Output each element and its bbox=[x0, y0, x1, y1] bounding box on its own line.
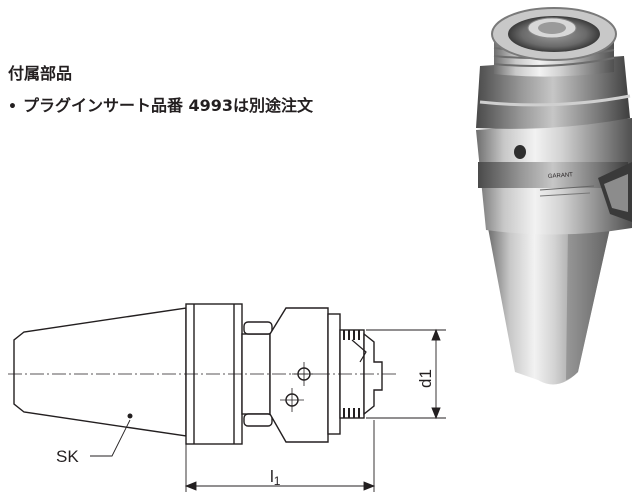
accessory-item-text: プラグインサート品番 4993は別途注文 bbox=[22, 96, 314, 115]
accessory-item: • プラグインサート品番 4993は別途注文 bbox=[8, 96, 313, 117]
main-body bbox=[269, 307, 329, 443]
label-l1-sub: 1 bbox=[274, 474, 281, 488]
accessories-notes: 付属部品 • プラグインサート品番 4993は別途注文 bbox=[8, 64, 313, 117]
label-sk: SK bbox=[56, 447, 79, 466]
photo-clamp-insert bbox=[604, 174, 628, 212]
accessories-heading: 付属部品 bbox=[8, 64, 73, 83]
nose-chamfer bbox=[351, 339, 367, 363]
photo-bore-center bbox=[538, 22, 566, 34]
drive-key-top bbox=[243, 321, 273, 335]
sk-leader-line bbox=[90, 419, 131, 457]
taper-shank bbox=[13, 307, 187, 437]
photo-engraving-line bbox=[539, 185, 595, 191]
tool-holder-photo: GARANT bbox=[476, 7, 632, 385]
bullet: • bbox=[8, 99, 17, 115]
photo-engraving-line bbox=[539, 192, 591, 197]
photo-side-hole bbox=[514, 145, 526, 159]
label-d1: d1 bbox=[416, 369, 435, 388]
thread-marks bbox=[343, 330, 360, 418]
label-l1-main: l bbox=[270, 467, 274, 486]
photo-engraving: GARANT bbox=[548, 172, 574, 180]
photo-flange-highlight bbox=[479, 94, 631, 107]
label-l1: l1 bbox=[270, 467, 281, 488]
drive-key-bottom bbox=[243, 413, 273, 427]
dimension-l1 bbox=[184, 420, 376, 492]
technical-drawing bbox=[8, 303, 446, 492]
dimension-d1 bbox=[366, 328, 446, 420]
sk-leader-dot bbox=[127, 413, 133, 419]
photo-taper-shadow bbox=[566, 228, 610, 380]
